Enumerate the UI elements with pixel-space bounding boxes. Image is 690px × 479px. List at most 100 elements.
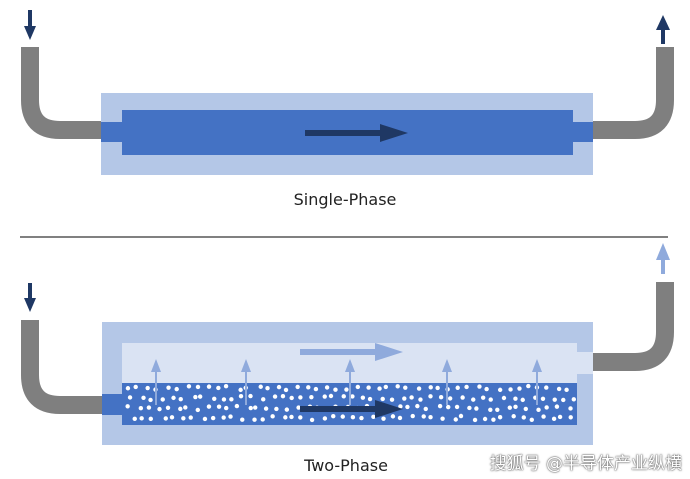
bubble — [148, 397, 153, 403]
bubble — [340, 414, 345, 419]
vapor-rise-arrow-icon — [442, 359, 452, 405]
outlet-pipe — [590, 282, 674, 371]
bubble — [554, 404, 560, 409]
bubble — [193, 394, 198, 400]
bubble — [306, 385, 311, 390]
bubble — [206, 404, 212, 409]
bubble — [324, 385, 330, 390]
bubble — [212, 396, 217, 401]
bubble — [139, 416, 144, 421]
bubble — [415, 403, 420, 409]
bubble — [296, 405, 301, 410]
bubble — [438, 395, 444, 400]
bubble — [381, 416, 386, 421]
bubble — [160, 397, 165, 402]
bubble — [418, 397, 423, 402]
bubble — [183, 405, 188, 410]
bubble — [437, 403, 443, 409]
bubble — [513, 396, 518, 401]
vapor-flow-arrow-icon — [300, 343, 403, 361]
two-phase-label: Two-Phase — [304, 456, 388, 475]
bubble — [261, 397, 266, 402]
bubble — [274, 406, 279, 412]
bubble — [474, 406, 479, 411]
bubble — [270, 414, 275, 419]
bubble — [355, 384, 361, 390]
bubble — [403, 385, 408, 390]
bubble — [557, 414, 563, 420]
bubble — [127, 395, 133, 400]
bubble — [146, 405, 152, 410]
bubble — [428, 415, 433, 420]
bubble — [265, 386, 270, 391]
bubble — [397, 415, 403, 421]
two-phase-diagram — [21, 243, 674, 445]
bubble — [295, 384, 300, 390]
bubble — [132, 416, 137, 422]
bubble — [460, 395, 465, 400]
bubble — [529, 417, 534, 422]
bubble — [280, 394, 286, 399]
bubble — [322, 416, 328, 421]
bubble — [206, 384, 212, 389]
bubble — [360, 395, 366, 400]
bubble — [234, 403, 240, 409]
bubble — [350, 415, 356, 420]
bubble — [165, 405, 171, 410]
outlet-port — [572, 122, 593, 142]
bubble — [428, 394, 433, 399]
bubble — [341, 394, 346, 399]
bubble — [507, 405, 513, 410]
bubble — [331, 414, 336, 419]
bubble — [224, 405, 229, 411]
bubble — [174, 386, 179, 392]
bubble — [440, 416, 445, 421]
bubble — [389, 397, 395, 402]
bubble — [344, 387, 349, 392]
bubble — [491, 417, 496, 422]
inlet-pipe — [21, 320, 105, 414]
bubble — [248, 393, 253, 399]
bubble — [148, 416, 153, 422]
bubble — [488, 407, 493, 412]
bubble — [289, 395, 294, 401]
bubble — [145, 385, 150, 391]
bubble — [283, 415, 288, 420]
bubble — [195, 384, 201, 390]
bubble — [458, 413, 464, 419]
vapor-rise-arrow-icon — [241, 359, 251, 405]
bubble — [495, 407, 500, 412]
bubble — [216, 404, 222, 409]
bubble — [125, 386, 131, 391]
bubble — [141, 395, 146, 400]
bubble — [497, 415, 503, 420]
bubble — [561, 397, 566, 403]
bubble — [536, 407, 541, 413]
inlet-port — [101, 122, 123, 142]
inlet-down-arrow-icon — [24, 10, 36, 40]
bubble — [133, 384, 138, 390]
vapor-rise-arrow-icon — [345, 359, 355, 405]
bubble — [511, 414, 516, 419]
bubble — [221, 397, 227, 402]
watermark: 搜狐号 @半导体产业纵横 — [489, 454, 682, 474]
bubble — [289, 414, 294, 420]
bubble — [446, 404, 451, 410]
bubble — [480, 395, 486, 400]
bubble — [186, 384, 192, 389]
bubble — [272, 394, 278, 399]
bubble — [544, 385, 549, 390]
bubble — [240, 417, 245, 422]
bubble — [409, 395, 414, 400]
bubble — [428, 385, 433, 390]
bubble — [508, 387, 513, 392]
bubble — [453, 417, 458, 422]
bubble — [333, 387, 338, 392]
bubble — [195, 407, 201, 413]
bubble — [402, 396, 407, 401]
bubble — [472, 417, 478, 423]
bubble — [309, 417, 315, 423]
outlet-up-arrow-icon — [656, 243, 670, 274]
bubble — [464, 384, 469, 390]
